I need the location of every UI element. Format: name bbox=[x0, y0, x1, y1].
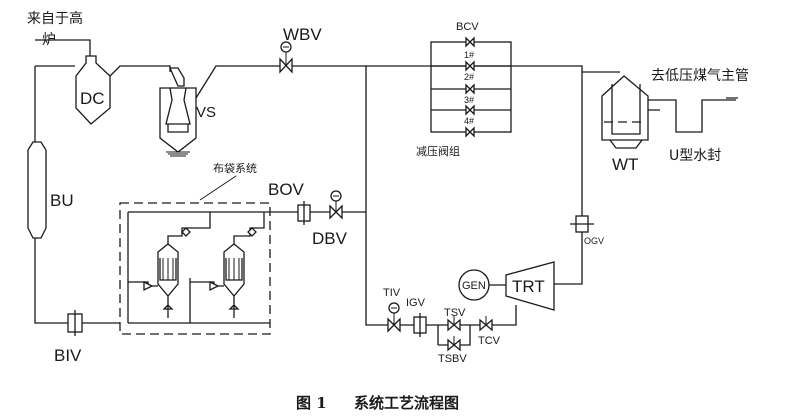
main-gas-header bbox=[268, 65, 620, 73]
pipe-trt-outlet bbox=[554, 72, 583, 285]
vessel-bu: BU bbox=[27, 141, 74, 239]
label-from-blast-furnace: 来自于高 bbox=[27, 10, 83, 27]
u-water-seal bbox=[648, 99, 736, 133]
label-wt: WT bbox=[612, 155, 638, 174]
label-bcv-1: 1# bbox=[464, 50, 474, 60]
label-gen: GEN bbox=[462, 280, 486, 292]
valve-ogv: OGV bbox=[570, 215, 604, 246]
label-tiv: TIV bbox=[383, 287, 401, 299]
pipe-tsbv-bypass bbox=[438, 325, 471, 346]
label-biv: BIV bbox=[54, 346, 82, 365]
label-bag-system: 布袋系统 bbox=[213, 161, 257, 175]
label-bcv-2: 2# bbox=[464, 72, 474, 82]
label-igv: IGV bbox=[406, 297, 426, 309]
label-trt: TRT bbox=[512, 277, 545, 296]
figure-number: 图 1 bbox=[296, 394, 327, 412]
valve-tsv: TSV bbox=[444, 307, 466, 332]
label-prv-group: 减压阀组 bbox=[416, 144, 460, 158]
valve-biv: BIV bbox=[54, 310, 83, 365]
bcv-valve-group: 1# 2# 3# 4# bbox=[430, 36, 512, 138]
turbine-trt: TRT bbox=[505, 261, 555, 311]
valve-igv: IGV bbox=[406, 297, 427, 337]
label-bu: BU bbox=[50, 191, 74, 210]
label-dc: DC bbox=[80, 89, 105, 108]
water-tower-wt: WT bbox=[601, 75, 649, 174]
valve-bov: BOV bbox=[268, 180, 311, 225]
feed-pipe bbox=[35, 39, 91, 56]
bag-system-leader bbox=[199, 175, 237, 201]
label-to-main: 去低压煤气主管 bbox=[651, 68, 749, 84]
pipe-bu bbox=[34, 65, 75, 324]
label-ogv: OGV bbox=[584, 236, 604, 246]
label-dbv: DBV bbox=[312, 229, 348, 248]
pipe-dc-vs bbox=[109, 65, 171, 77]
valve-tiv: TIV bbox=[383, 287, 401, 333]
label-bcv-3: 3# bbox=[464, 95, 474, 105]
pipe-tcv-trt bbox=[492, 305, 517, 326]
generator-gen: GEN bbox=[458, 269, 490, 301]
label-bov: BOV bbox=[268, 180, 305, 199]
pipe-vs-header bbox=[195, 65, 268, 99]
dust-catcher-dc: DC bbox=[75, 55, 111, 125]
label-bcv-4: 4# bbox=[464, 116, 474, 126]
valve-wbv: WBV bbox=[279, 25, 322, 74]
valve-tsbv: TSBV bbox=[438, 336, 467, 365]
bag-filter-units bbox=[127, 211, 298, 324]
label-bcv: BCV bbox=[456, 21, 479, 33]
label-vs: VS bbox=[196, 104, 216, 121]
label-tcv: TCV bbox=[478, 335, 501, 347]
valve-dbv: DBV bbox=[312, 190, 348, 248]
label-u-seal: U型水封 bbox=[669, 148, 721, 164]
u-seal-ends bbox=[648, 97, 738, 111]
venturi-scrubber-vs: VS bbox=[159, 67, 216, 157]
label-wbv: WBV bbox=[283, 25, 322, 44]
valve-tcv: TCV bbox=[478, 316, 501, 347]
figure-title: 系统工艺流程图 bbox=[354, 394, 459, 412]
riser-to-trt bbox=[365, 66, 388, 326]
pipe-tiv-igv bbox=[400, 324, 448, 345]
bag-system-boundary bbox=[119, 202, 271, 335]
label-tsbv: TSBV bbox=[438, 353, 467, 365]
label-tsv: TSV bbox=[444, 307, 466, 319]
